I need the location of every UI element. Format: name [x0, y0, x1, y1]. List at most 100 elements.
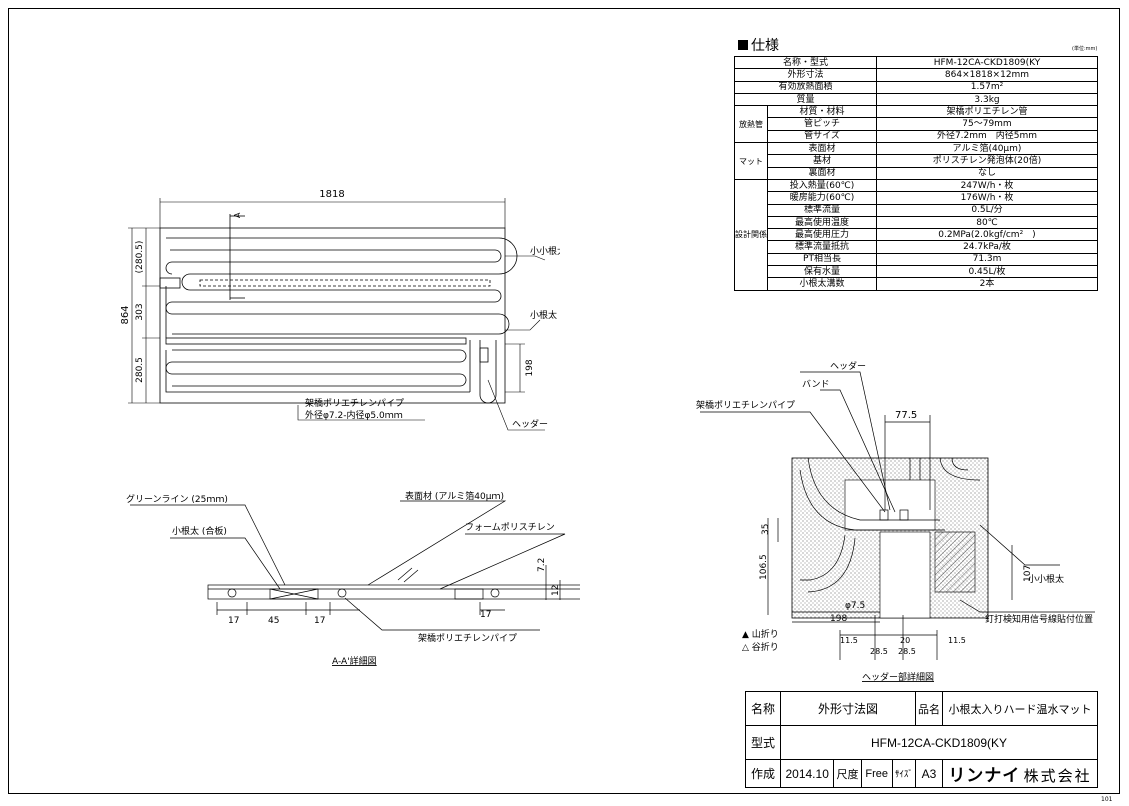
plan-dim-top: (280.5) — [135, 241, 145, 274]
tb-product-label: 品名 — [915, 691, 943, 726]
hd-dim-198: 198 — [830, 614, 847, 624]
plan-height-dim: 864 — [120, 305, 131, 324]
table-cell: 最高使用圧力 — [767, 228, 877, 242]
table-cell: 管サイズ — [767, 129, 877, 144]
table-cell: 最高使用温度 — [767, 215, 877, 230]
table-cell: 2本 — [876, 277, 1098, 291]
tb-model-value: HFM-12CA-CKD1809(KY — [780, 725, 1098, 760]
dim-45: 45 — [268, 616, 279, 626]
plan-width-dim: 1818 — [319, 189, 344, 200]
table-cell: 80℃ — [876, 215, 1098, 230]
hd-dim-107: 107 — [1023, 565, 1033, 582]
hd-dim-285a: 28.5 — [870, 647, 888, 656]
label-small-joist: 小小根太 — [530, 245, 560, 257]
table-cell: 247W/h・枚 — [876, 178, 1098, 193]
tb-scale-value: Free — [860, 759, 893, 788]
tb-name-value: 外形寸法図 — [780, 691, 916, 726]
page-number: 101 — [1101, 796, 1113, 803]
table-cell: 架橋ポリエチレン管 — [876, 105, 1098, 119]
spec-title: 仕様 — [738, 35, 779, 55]
tb-size-value: A3 — [915, 759, 943, 788]
label-header: ヘッダー — [512, 418, 548, 430]
table-cell: 保有水量 — [767, 265, 877, 279]
hd-caption: ヘッダー部詳細図 — [862, 671, 934, 683]
spec-unit: (単位:mm) — [1072, 46, 1098, 52]
table-cell: 3.3kg — [876, 92, 1098, 107]
hd-header-label: ヘッダー — [830, 360, 866, 372]
table-cell: 標準流量抵抗 — [767, 240, 877, 254]
table-cell: 名称・型式 — [734, 55, 877, 70]
tb-created-value: 2014.10 — [779, 759, 835, 788]
hd-mountain-fold: ▲ 山折り — [742, 628, 779, 640]
table-cell: 質量 — [734, 92, 877, 107]
label-section-pipe: 架橋ポリエチレンパイプ — [418, 632, 517, 644]
hd-small-joist: 小小根太 — [1028, 573, 1064, 585]
hd-dim-35: 35 — [761, 524, 771, 535]
label-pipe-2: 外径φ7.2-内径φ5.0ｍｍ — [305, 409, 403, 421]
table-cell: 75〜79mm — [876, 117, 1098, 131]
table-cell: 24.7kPa/枚 — [876, 240, 1098, 254]
table-cell: 投入熱量(60℃) — [767, 178, 877, 193]
table-cell: 管ピッチ — [767, 117, 877, 131]
table-cell: 0.5L/分 — [876, 203, 1098, 217]
plan-dim-mid: 303 — [135, 303, 145, 320]
dim-17b: 17 — [314, 616, 325, 626]
table-cell: 表面材 — [767, 142, 877, 156]
section-mark: A — [233, 212, 242, 218]
table-cell: 基材 — [767, 154, 877, 168]
plan-view: 1818 864 (280.5) 303 280.5 198 A 小小根太 小根… — [120, 189, 560, 431]
table-cell: アルミ箔(40μm) — [876, 142, 1098, 156]
table-cell: 材質・材料 — [767, 105, 877, 119]
table-cell: 外径7.2mm 内径5mm — [876, 129, 1098, 144]
hd-band-label: バンド — [802, 379, 829, 390]
group-pipe: 放熱管 — [734, 105, 768, 144]
hd-valley-fold: △ 谷折り — [742, 641, 779, 653]
table-cell: ポリスチレン発泡体(20倍) — [876, 154, 1098, 168]
hd-pipe-label: 架橋ポリエチレンパイプ — [696, 399, 795, 411]
title-block: 名称 外形寸法図 品名 小根太入りハード温水マット 型式 HFM-12CA-CK… — [745, 691, 1098, 788]
header-detail: ヘッダー バンド 架橋ポリエチレンパイプ 77.5 35 106.5 107 φ… — [696, 360, 1095, 683]
label-surface: 表面材 (アルミ箔40μｍ) — [405, 490, 504, 502]
tb-model-label: 型式 — [745, 725, 781, 760]
tb-scale-label: 尺度 — [833, 759, 862, 788]
hd-dim-285b: 28.5 — [898, 647, 916, 656]
group-design: 設計関係 — [734, 178, 768, 291]
drawing-frame — [8, 8, 1120, 794]
dim-17a: 17 — [228, 616, 239, 626]
hd-dim-75: φ7.5 — [845, 601, 865, 611]
hd-nail-label: 釘打検知用信号線貼付位置 — [985, 613, 1093, 625]
table-cell: 176W/h・枚 — [876, 191, 1098, 205]
table-cell: 暖房能力(60℃) — [767, 191, 877, 205]
tb-size-label: ｻｲｽﾞ — [891, 759, 917, 788]
dim-72: 7.2 — [537, 558, 547, 572]
table-cell: HFM-12CA-CKD1809(KY — [876, 55, 1098, 70]
table-cell: 標準流量 — [767, 203, 877, 217]
label-green-line: グリーンライン (25ｍｍ) — [126, 493, 228, 505]
group-mat: マット — [734, 142, 768, 180]
label-foam: フォームポリスチレン — [465, 522, 555, 533]
table-cell: 外形寸法 — [734, 68, 877, 82]
table-cell: なし — [876, 166, 1098, 180]
dim-12: 12 — [551, 585, 561, 596]
label-pipe-1: 架橋ポリエチレンパイプ — [305, 397, 404, 409]
table-cell: PT相当長 — [767, 252, 877, 267]
table-cell: 0.45L/枚 — [876, 265, 1098, 279]
tb-created-label: 作成 — [745, 759, 781, 788]
table-cell: 有効放熱面積 — [734, 80, 877, 94]
hd-dim-115a: 11.5 — [840, 636, 858, 645]
hd-dim-775: 77.5 — [895, 410, 917, 421]
plan-dim-header: 198 — [525, 359, 535, 376]
section-caption: A-A'詳細図 — [332, 655, 377, 667]
table-cell: 裏面材 — [767, 166, 877, 180]
tb-product-value: 小根太入りハード温水マット — [942, 691, 1098, 726]
table-cell: 71.3m — [876, 252, 1098, 267]
table-cell: 1.57m² — [876, 80, 1098, 94]
hd-dim-115b: 11.5 — [948, 636, 966, 645]
table-cell: 864×1818×12mm — [876, 68, 1098, 82]
section-view: グリーンライン (25ｍｍ) 小根太 (合板) 表面材 (アルミ箔40μｍ) フ… — [126, 490, 580, 667]
hd-dim-1065: 106.5 — [759, 554, 769, 580]
label-joist-plywood: 小根太 (合板) — [172, 525, 227, 537]
label-joist: 小根太 — [530, 309, 557, 321]
plan-dim-bot: 280.5 — [135, 357, 145, 383]
